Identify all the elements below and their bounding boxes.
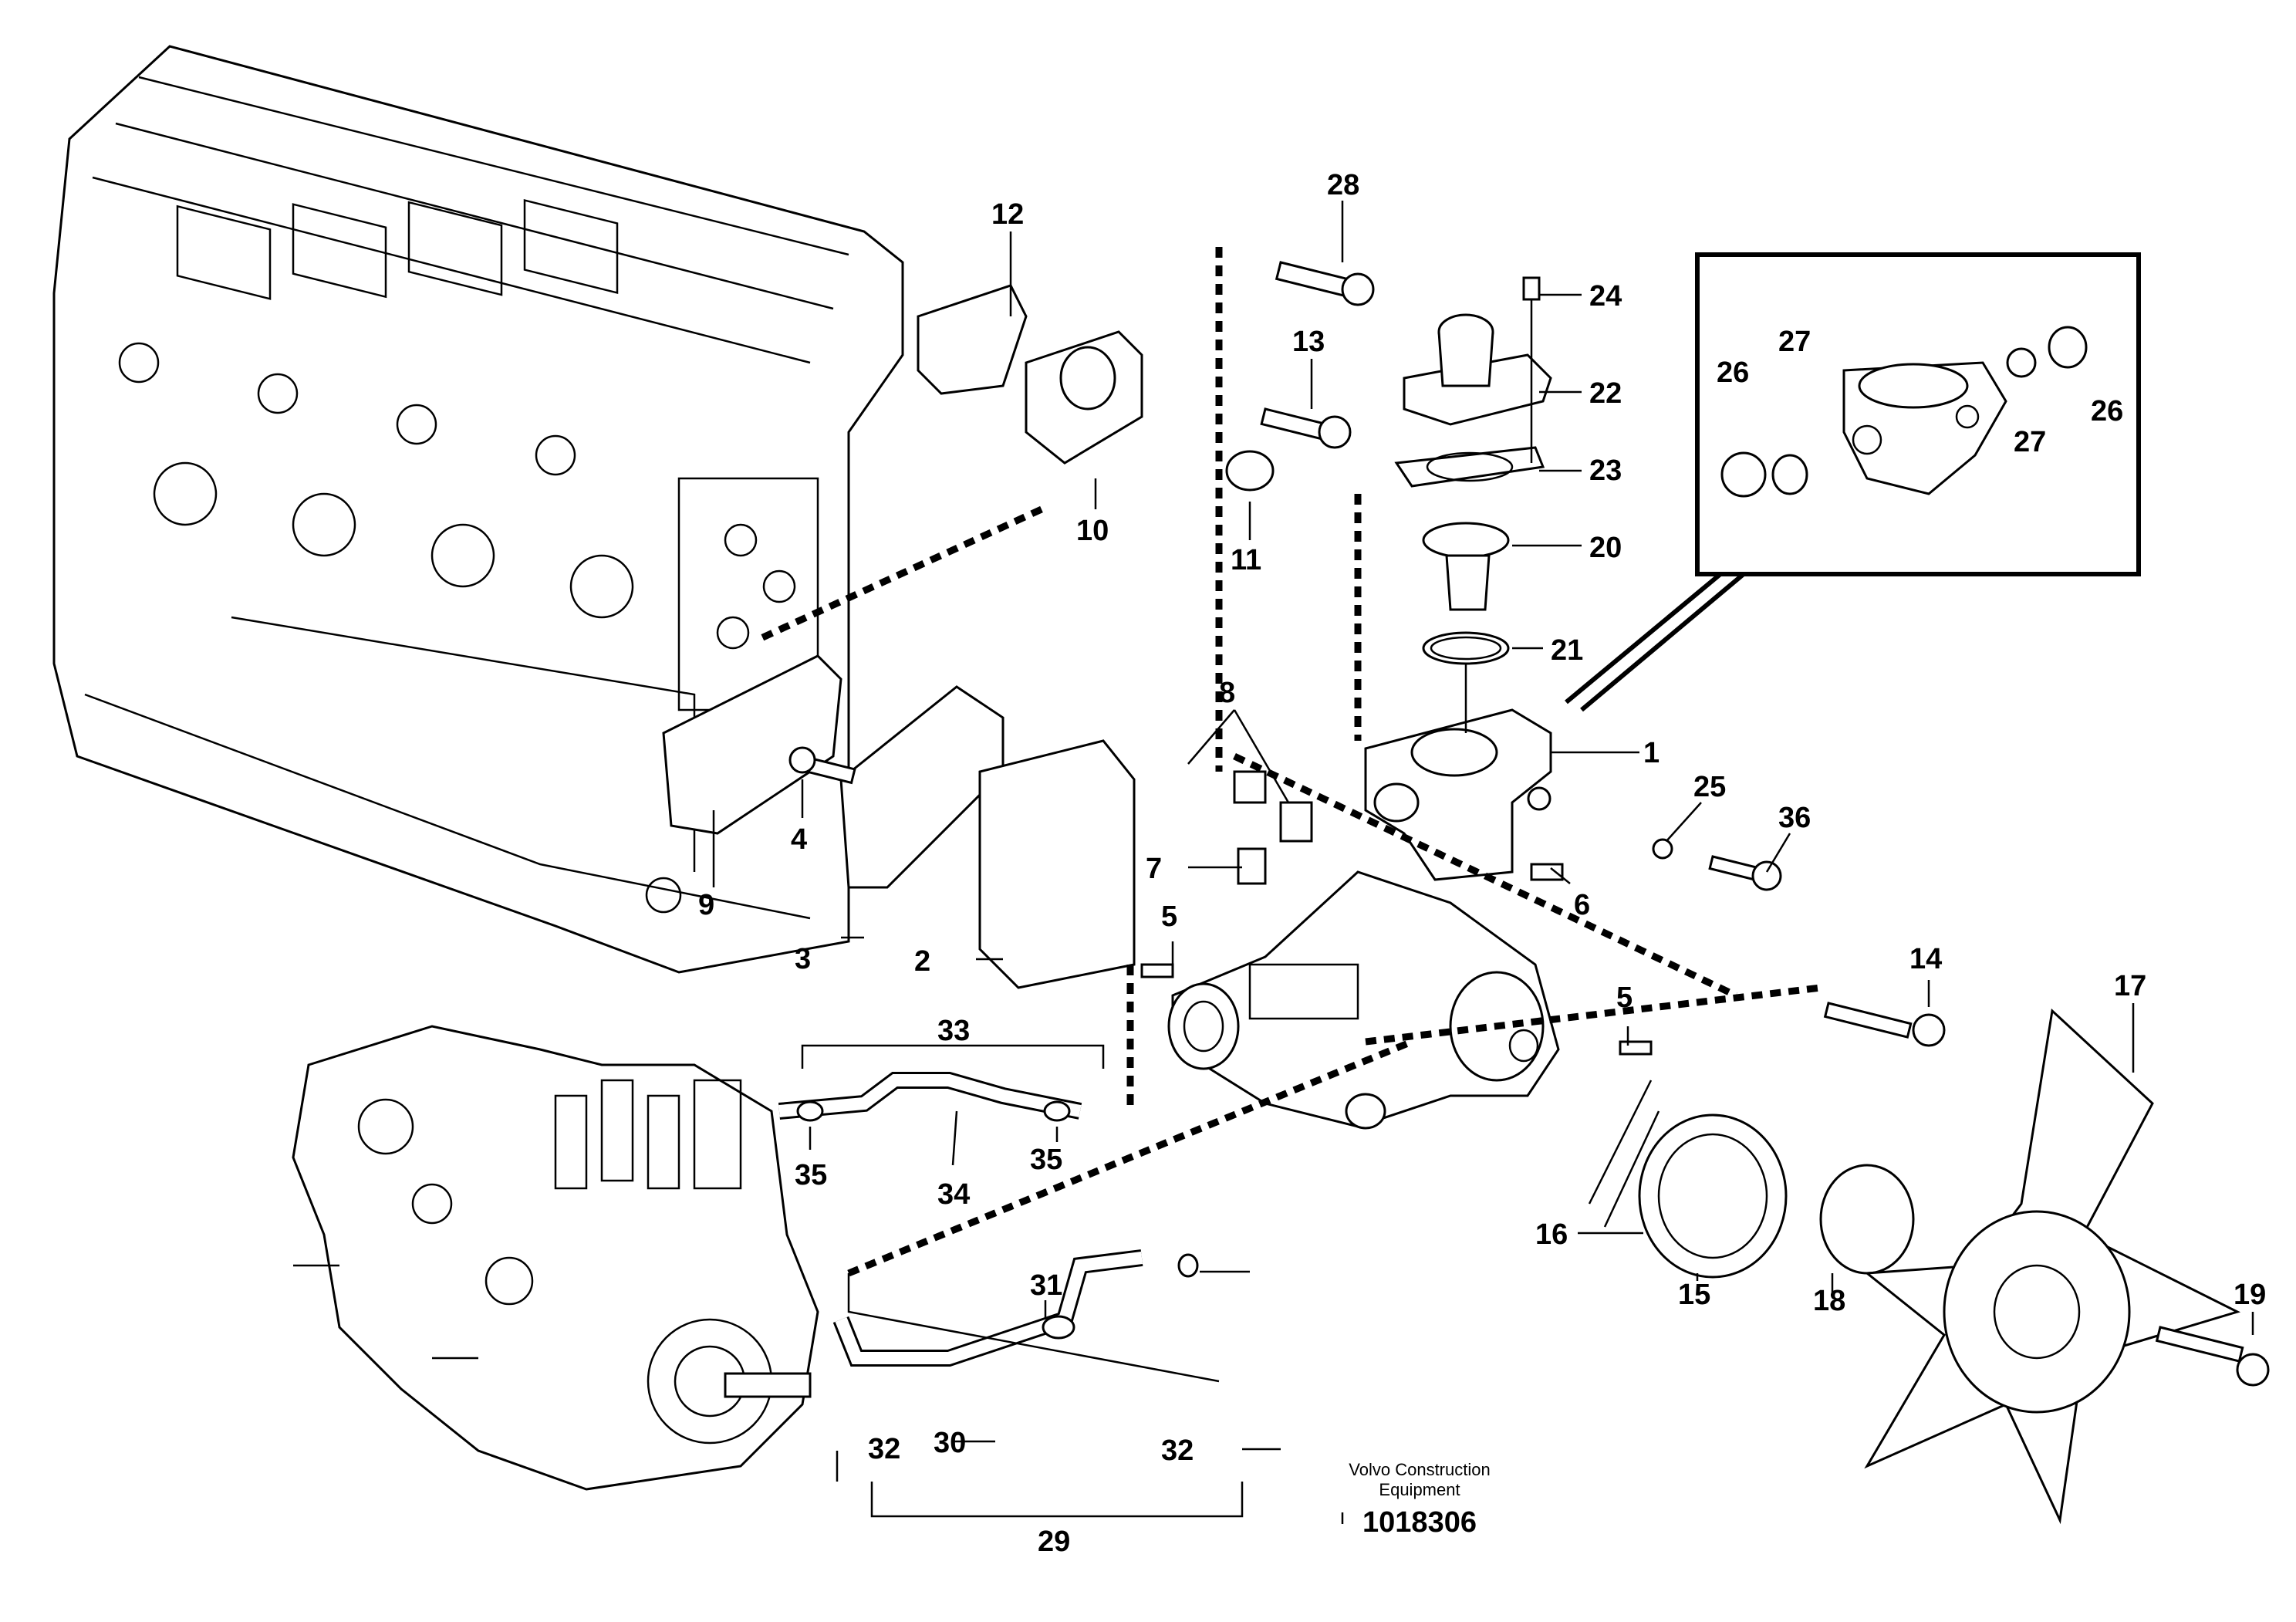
callout-9: 9: [698, 889, 714, 921]
pulley-fan-drawing: [1588, 1008, 2241, 1525]
connection-dashed-lines: [755, 247, 1822, 1383]
drawing-footer: Volvo Construction Equipment 1018306: [1349, 1460, 1490, 1539]
callout-2: 2: [914, 945, 930, 978]
brand-line-1: Volvo Construction: [1349, 1460, 1490, 1479]
injection-pump-drawing: [292, 1025, 819, 1491]
callout-34: 34: [937, 1178, 970, 1211]
leader-lines: [712, 201, 2254, 1524]
engine-block-drawing: [52, 45, 904, 974]
callout-16: 16: [1535, 1218, 1568, 1251]
callout-29: 29: [1038, 1526, 1070, 1558]
thermostat-stack-drawing: [1394, 276, 1552, 733]
callout-26b: 26: [2091, 395, 2123, 427]
callout-35a: 35: [795, 1159, 827, 1191]
callout-4: 4: [791, 823, 807, 856]
callout-7: 7: [1146, 853, 1162, 885]
callout-26a: 26: [1717, 357, 1749, 389]
inset-detail-box: [1565, 252, 2141, 712]
callout-31: 31: [1030, 1269, 1062, 1302]
drawing-number: 1018306: [1362, 1506, 1477, 1539]
callout-24: 24: [1589, 280, 1622, 313]
callout-18: 18: [1813, 1285, 1845, 1317]
callout-20: 20: [1589, 532, 1622, 564]
callout-3: 3: [795, 943, 811, 975]
thermostat-housing-drawing: [1364, 708, 1552, 881]
callout-33: 33: [937, 1015, 970, 1047]
gaskets-drawing: [662, 284, 1275, 989]
callout-12: 12: [991, 198, 1024, 231]
callout-19: 19: [2234, 1279, 2266, 1311]
callout-8: 8: [1219, 677, 1235, 709]
callout-36: 36: [1778, 802, 1811, 834]
callout-21: 21: [1551, 634, 1583, 667]
callout-labels: 1 2 3 4 5 5 6 7 8 9 10 11 12 13 14 15 16…: [698, 169, 2266, 1558]
callout-10: 10: [1076, 515, 1109, 547]
callout-27a: 27: [1778, 326, 1811, 358]
callout-22: 22: [1589, 377, 1622, 410]
callout-6: 6: [1574, 889, 1590, 921]
callout-11: 11: [1231, 544, 1261, 576]
callout-1: 1: [1643, 737, 1660, 769]
callout-25: 25: [1693, 771, 1726, 803]
callout-32a: 32: [868, 1433, 900, 1465]
callout-23: 23: [1589, 454, 1622, 487]
callout-35b: 35: [1030, 1144, 1062, 1176]
water-pump-drawing: [1167, 870, 1560, 1130]
callout-5a: 5: [1161, 901, 1177, 933]
callout-32b: 32: [1161, 1434, 1194, 1467]
brand-line-2: Equipment: [1379, 1480, 1460, 1499]
fasteners-drawing: [788, 261, 2270, 1387]
callout-15: 15: [1678, 1279, 1710, 1311]
callout-27b: 27: [2014, 426, 2046, 458]
callout-17: 17: [2114, 970, 2146, 1002]
callout-5b: 5: [1616, 982, 1633, 1014]
callout-28: 28: [1327, 169, 1359, 201]
callout-13: 13: [1292, 326, 1325, 358]
hoses-drawing: [778, 1072, 1199, 1367]
callout-14: 14: [1909, 943, 1942, 975]
callout-30: 30: [934, 1427, 966, 1459]
